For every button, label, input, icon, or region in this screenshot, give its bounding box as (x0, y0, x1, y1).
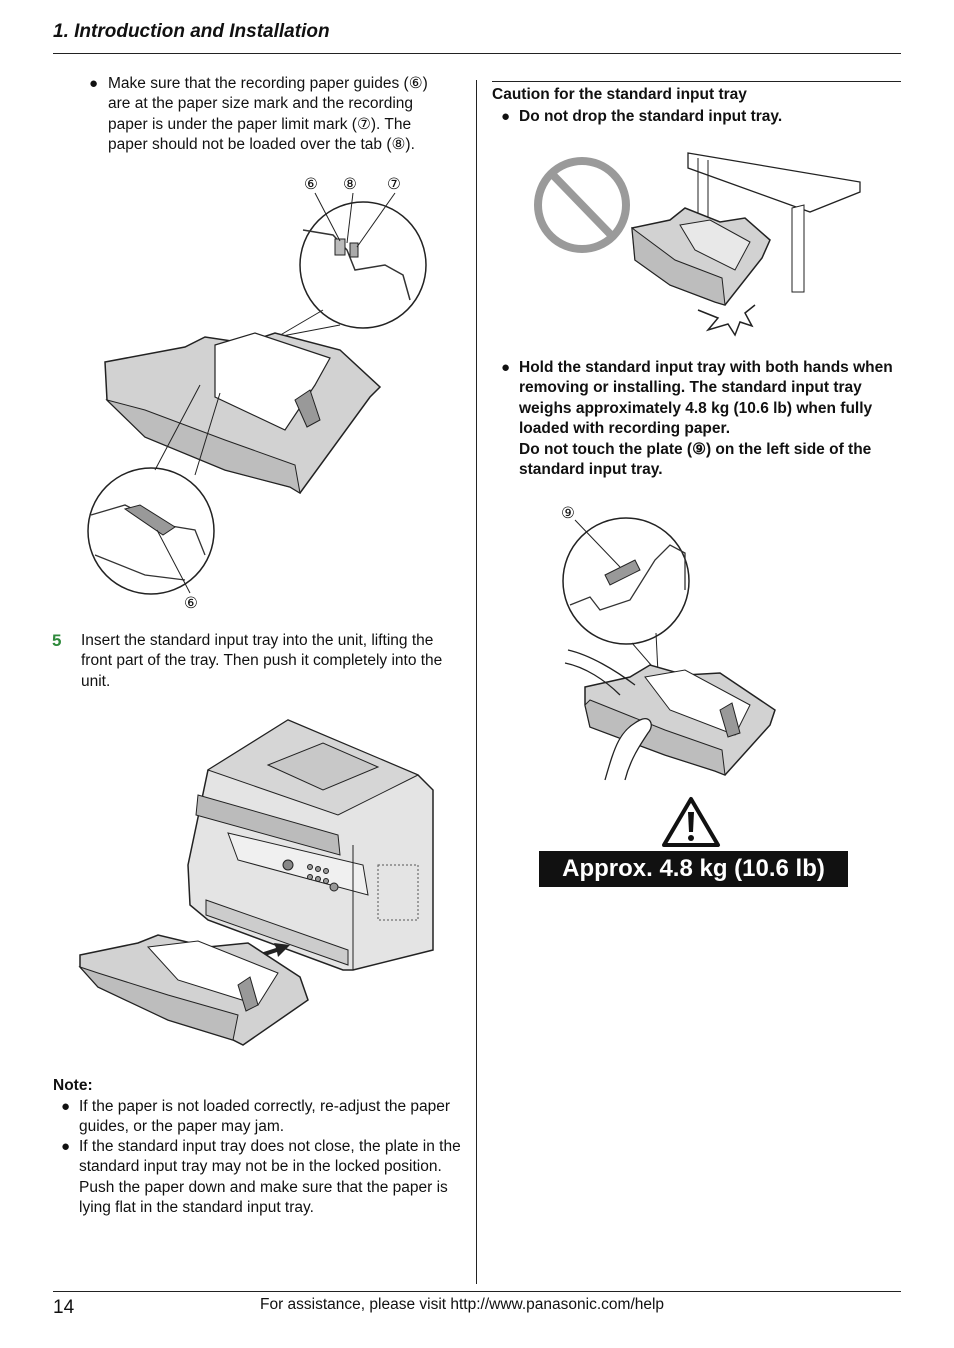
zoom-circle-plate (562, 517, 690, 645)
right-column-top-rule (492, 81, 901, 82)
zoom-circle-bottom (87, 467, 215, 595)
note-item-2-text: If the standard input tray does not clos… (79, 1138, 461, 1217)
bullet-dot: ● (61, 1138, 71, 1155)
step-number: 5 (52, 631, 62, 650)
header-rule (53, 53, 901, 54)
warning-triangle-icon (662, 797, 720, 847)
note-heading: Note: (53, 1077, 93, 1094)
footer-rule (53, 1291, 901, 1292)
bullet-dot: ● (501, 359, 511, 376)
paper-tray-illustration (87, 192, 427, 595)
callout-6-top: ⑥ (304, 176, 318, 193)
section-title: 1. Introduction and Installation (53, 21, 330, 42)
prohibition-icon (534, 157, 630, 253)
column-divider (476, 80, 477, 1284)
callout-9: ⑨ (561, 505, 575, 522)
callout-7-top: ⑦ (387, 176, 401, 193)
do-not-drop-illustration (534, 152, 861, 337)
drop-bullet: ● Do not drop the standard input tray. (501, 107, 891, 127)
note-item-1: ● If the paper is not loaded correctly, … (61, 1097, 461, 1138)
drop-bullet-text: Do not drop the standard input tray. (519, 108, 783, 125)
guide-bullet-text: Make sure that the recording paper guide… (108, 75, 428, 154)
hold-bullet: ● Hold the standard input tray with both… (501, 358, 901, 480)
callout-6-bottom: ⑥ (184, 595, 198, 612)
hold-bullet-extra-text: Do not touch the plate (⑨) on the left s… (519, 440, 872, 479)
bullet-dot: ● (501, 108, 511, 125)
hold-bullet-text: Hold the standard input tray with both h… (519, 359, 893, 438)
step-text: Insert the standard input tray into the … (81, 632, 443, 690)
help-link-text[interactable]: For assistance, please visit http://www.… (260, 1296, 665, 1313)
note-item-1-text: If the paper is not loaded correctly, re… (79, 1098, 451, 1136)
weight-label: Approx. 4.8 kg (10.6 lb) (539, 851, 848, 887)
note-item-2: ● If the standard input tray does not cl… (61, 1137, 461, 1219)
guide-bullet: ● Make sure that the recording paper gui… (89, 74, 449, 156)
callout-8-top: ⑧ (343, 176, 357, 193)
hold-tray-illustration (562, 517, 776, 781)
page-number: 14 (53, 1297, 75, 1318)
printer-insertion-illustration (78, 719, 434, 1046)
bullet-dot: ● (61, 1098, 71, 1115)
caution-heading: Caution for the standard input tray (492, 86, 747, 103)
zoom-circle-top (299, 201, 427, 329)
bullet-dot: ● (89, 75, 99, 92)
